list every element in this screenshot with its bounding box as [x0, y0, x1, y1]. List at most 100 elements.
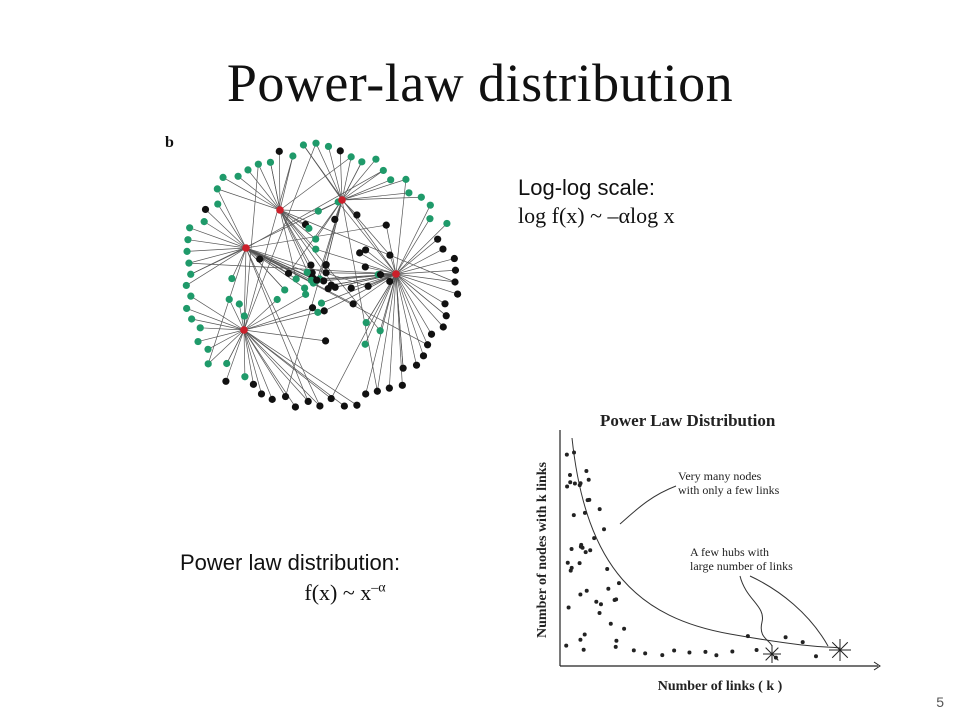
network-node [258, 390, 265, 397]
network-node [420, 352, 427, 359]
network-node [205, 360, 212, 367]
plot-node-dot [622, 627, 626, 631]
plot-node-dot [598, 611, 602, 615]
plot-node-dot [582, 648, 586, 652]
network-node [387, 176, 394, 183]
plot-node-dot [566, 561, 570, 565]
network-node [439, 245, 446, 252]
plot-node-dot [599, 602, 603, 606]
annotation-many-line-1: Very many nodes [678, 469, 762, 483]
network-node [428, 331, 435, 338]
scale-free-network-diagram [160, 128, 480, 428]
network-node [451, 278, 458, 285]
power-law-formula: f(x) ~ x–α [180, 580, 510, 606]
plot-node-dot [584, 550, 588, 554]
plot-node-dot [746, 634, 750, 638]
network-node [325, 143, 332, 150]
network-node [362, 263, 369, 270]
hub-star-ray [840, 642, 848, 650]
network-node [201, 218, 208, 225]
plot-node-dot [660, 653, 664, 657]
annotation-hubs-line-2: large number of links [690, 559, 793, 573]
network-edge [188, 240, 246, 248]
network-node [183, 282, 190, 289]
network-hub-node [240, 326, 248, 334]
plot-node-dot [578, 638, 582, 642]
plot-node-dot [579, 481, 583, 485]
annotation-hubs-pointer-2 [750, 576, 828, 646]
plot-node-dot [687, 651, 691, 655]
network-node [322, 269, 329, 276]
plot-node-dot [703, 650, 707, 654]
network-node [255, 161, 262, 168]
network-edge [244, 312, 318, 330]
plot-node-dot [594, 600, 598, 604]
power-law-caption: Power law distribution: f(x) ~ x–α [180, 550, 510, 606]
network-node [321, 307, 328, 314]
network-edge [396, 205, 430, 274]
network-node [214, 200, 221, 207]
page-number: 5 [936, 694, 944, 710]
plot-node-dot [587, 478, 591, 482]
network-node [301, 284, 308, 291]
annotation-many-pointer [620, 486, 676, 524]
plot-node-dot [572, 451, 576, 455]
plot-node-dot [605, 567, 609, 571]
annotation-hubs-pointer-1 [740, 576, 772, 646]
network-node [307, 261, 314, 268]
network-node [418, 194, 425, 201]
hub-star-ray [832, 642, 840, 650]
network-node [194, 338, 201, 345]
network-edge [396, 274, 432, 334]
network-node [241, 312, 248, 319]
network-edge [244, 330, 245, 377]
network-node [331, 216, 338, 223]
network-node [322, 337, 329, 344]
network-node [426, 215, 433, 222]
network-node [305, 225, 312, 232]
plot-node-dot [569, 569, 573, 573]
network-node [214, 185, 221, 192]
plot-node-dot [672, 648, 676, 652]
network-edge [389, 274, 396, 388]
plot-node-dot [614, 639, 618, 643]
power-law-plot: Power Law Distribution Number of links (… [500, 400, 892, 708]
network-node [244, 166, 251, 173]
network-node [312, 140, 319, 147]
network-edge [198, 330, 244, 342]
plot-node-dot [755, 648, 759, 652]
network-node [267, 159, 274, 166]
plot-node-dot [592, 536, 596, 540]
network-node [328, 395, 335, 402]
network-edge [342, 157, 351, 200]
network-node [362, 390, 369, 397]
loglog-label: Log-log scale: [518, 175, 675, 201]
network-hub-node [276, 206, 284, 214]
network-edge [246, 248, 308, 401]
network-node [285, 270, 292, 277]
network-node [386, 252, 393, 259]
plot-node-dot [583, 633, 587, 637]
plot-node-dot [784, 635, 788, 639]
plot-node-dot [583, 511, 587, 515]
network-node [282, 393, 289, 400]
network-node [454, 290, 461, 297]
y-axis-label: Number of nodes with k links [535, 461, 550, 638]
network-node [281, 286, 288, 293]
loglog-formula: log f(x) ~ –αlog x [518, 203, 675, 229]
network-node [348, 153, 355, 160]
network-node [451, 255, 458, 262]
network-node [304, 269, 311, 276]
power-law-formula-base: f(x) ~ x [304, 580, 371, 605]
network-node [187, 293, 194, 300]
network-node [202, 206, 209, 213]
network-edge [187, 248, 246, 251]
network-node [256, 256, 263, 263]
plot-node-dot [617, 581, 621, 585]
plot-node-dot [801, 640, 805, 644]
network-node [323, 261, 330, 268]
plot-node-dot [568, 480, 572, 484]
annotation-many-line-2: with only a few links [678, 483, 780, 497]
annotation-hubs-line-1: A few hubs with [690, 545, 769, 559]
network-node [440, 323, 447, 330]
